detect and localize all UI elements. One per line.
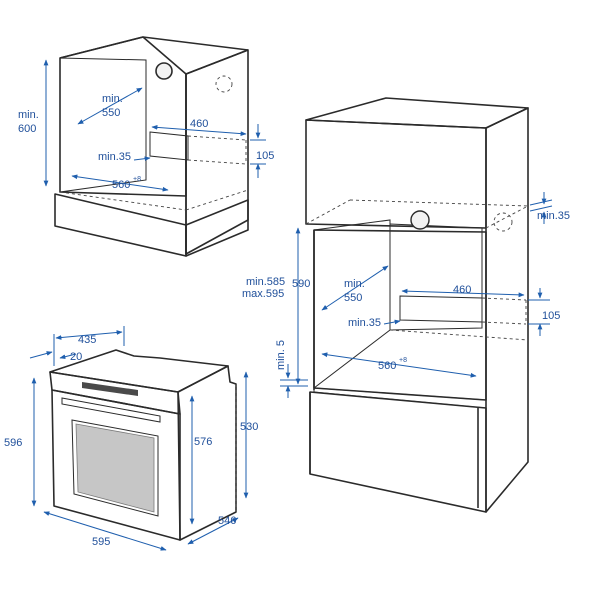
dim-oven-side-530: 530 xyxy=(240,421,258,433)
oven-side xyxy=(177,365,237,541)
dim-niche-height-590: 590 xyxy=(292,278,310,290)
dim-oven-body-576: 576 xyxy=(194,436,212,448)
dim-tall-depth-min-550-line2: 550 xyxy=(344,292,362,304)
cabinet-side-panel xyxy=(185,49,249,255)
dim-niche-range-max595: max.595 xyxy=(242,288,284,300)
dim-oven-top-depth-435: 435 xyxy=(78,334,96,346)
dim-bottom-gap-min5: min. 5 xyxy=(275,340,287,370)
tall-unit-cabinet: min.35 590 min.585 max.595 min. 550 460 … xyxy=(242,97,570,513)
dim-width-560: 560 xyxy=(112,179,130,191)
tall-unit-lower-front xyxy=(309,391,487,513)
dim-cutout-height-105: 105 xyxy=(256,150,274,162)
dim-tall-cutout-gap-min35: min.35 xyxy=(348,317,381,329)
dim-depth-min-550-line1: min. xyxy=(102,93,123,105)
dim-oven-front-20: 20 xyxy=(70,351,82,363)
oven-display xyxy=(82,382,138,396)
dim-oven-depth-546: 546 xyxy=(218,515,236,527)
cabinet-cutout-slot xyxy=(149,131,189,161)
oven-door xyxy=(51,389,181,541)
hole-marker-icon xyxy=(155,62,173,80)
dim-cutout-gap-min35: min.35 xyxy=(98,151,131,163)
dim-oven-height-596: 596 xyxy=(4,437,22,449)
dim-height-min-600-line1: min. xyxy=(18,109,39,121)
tall-unit-side-panel xyxy=(485,107,529,513)
dim-depth-min-550-line2: 550 xyxy=(102,107,120,119)
cabinet-inner-left xyxy=(59,57,147,193)
cabinet-plinth xyxy=(54,193,187,257)
under-counter-cabinet: min. 600 min. 550 460 min.35 105 560 +8 xyxy=(18,36,274,257)
cabinet-back-panel xyxy=(59,36,187,197)
dim-cutout-width-460: 460 xyxy=(190,118,208,130)
hole-marker-icon xyxy=(410,210,430,230)
dim-niche-range-min585: min.585 xyxy=(246,276,285,288)
dim-height-min-600-line2: 600 xyxy=(18,123,36,135)
dim-width-560-tolerance: +8 xyxy=(133,176,141,183)
oven-appliance: 435 20 596 576 530 595 546 xyxy=(4,326,258,551)
oven-handle[interactable] xyxy=(61,397,161,423)
dim-oven-width-595: 595 xyxy=(92,536,110,548)
dim-tall-cutout-width-460: 460 xyxy=(453,284,471,296)
dim-top-gap-min35: min.35 xyxy=(537,210,570,222)
dim-tall-cutout-height-105: 105 xyxy=(542,310,560,322)
dim-tall-width-560: 560 xyxy=(378,360,396,372)
dim-tall-depth-min-550-line1: min. xyxy=(344,278,365,290)
tall-unit-cutout-slot xyxy=(399,295,483,323)
tall-unit-upper-front xyxy=(305,119,487,229)
hole-marker-icon xyxy=(493,212,513,232)
hole-marker-icon xyxy=(215,75,233,93)
dim-tall-width-560-tolerance: +8 xyxy=(399,357,407,364)
